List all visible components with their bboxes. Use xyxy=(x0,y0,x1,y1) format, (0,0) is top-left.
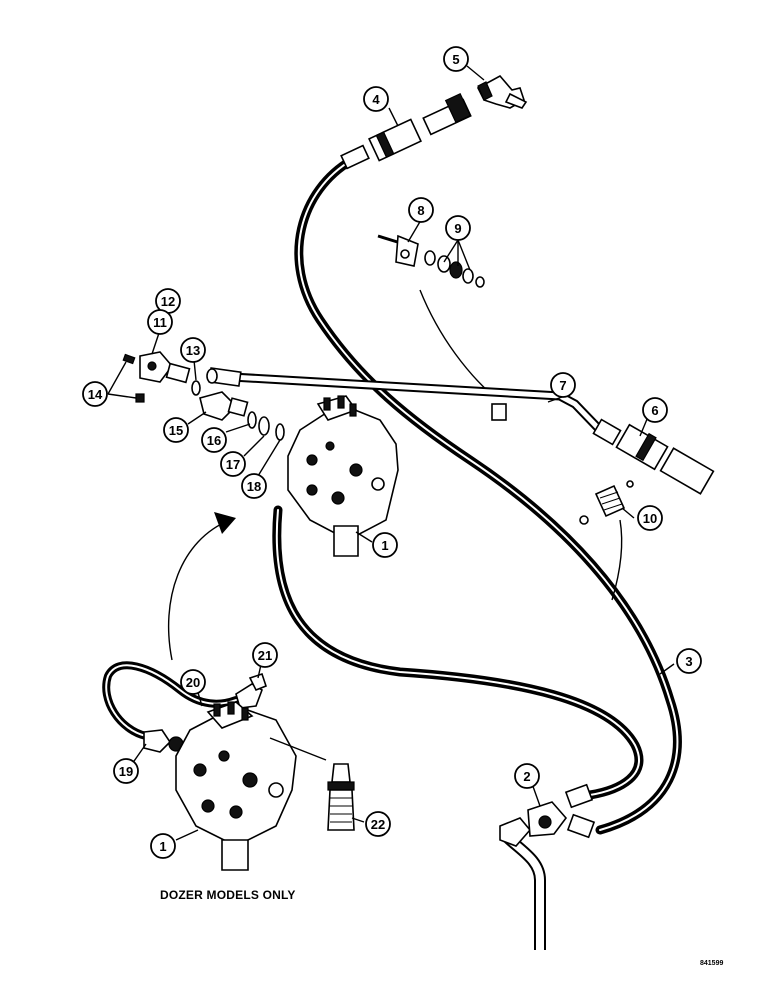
o-rings-16-17-18 xyxy=(247,411,285,441)
fitting-19 xyxy=(143,729,184,753)
hose-3 xyxy=(294,155,682,835)
callout-17: 17 xyxy=(220,451,246,477)
hose-3b xyxy=(272,505,644,800)
spring-clip-10 xyxy=(579,480,634,525)
callout-label: 10 xyxy=(643,511,657,526)
callout-10: 10 xyxy=(637,505,663,531)
callout-label: 8 xyxy=(417,203,424,218)
callout-5: 5 xyxy=(443,46,469,72)
callout-label: 15 xyxy=(169,423,183,438)
callout-7: 7 xyxy=(550,372,576,398)
callout-label: 17 xyxy=(226,457,240,472)
control-valve-1 xyxy=(287,395,399,557)
callout-8: 8 xyxy=(408,197,434,223)
callout-label: 5 xyxy=(452,52,459,67)
adapter-11 xyxy=(139,351,191,384)
callout-18: 18 xyxy=(241,473,267,499)
callout-15: 15 xyxy=(163,417,189,443)
callout-label: 12 xyxy=(161,294,175,309)
tube-end-fitting xyxy=(206,367,242,387)
callout-label: 9 xyxy=(454,221,461,236)
callout-label: 1 xyxy=(381,538,388,553)
clamp-8 xyxy=(377,234,419,267)
callout-13: 13 xyxy=(180,337,206,363)
callout-label: 6 xyxy=(651,403,658,418)
elbow-21 xyxy=(235,672,267,709)
callout-11: 11 xyxy=(147,309,173,335)
callout-label: 21 xyxy=(258,648,272,663)
o-ring-13 xyxy=(191,380,201,396)
drawing-number: 841599 xyxy=(700,960,724,967)
washers-9 xyxy=(424,250,485,288)
coupler-6 xyxy=(592,418,715,495)
callout-22: 22 xyxy=(365,811,391,837)
callout-label: 4 xyxy=(372,92,380,107)
callout-4: 4 xyxy=(363,86,389,112)
callout-1-main: 1 xyxy=(372,532,398,558)
callout-19: 19 xyxy=(113,758,139,784)
relief-valve-22 xyxy=(327,763,355,831)
callout-2: 2 xyxy=(514,763,540,789)
callout-label: 3 xyxy=(685,654,692,669)
callout-16: 16 xyxy=(201,427,227,453)
callout-label: 13 xyxy=(186,343,200,358)
coupler-4 xyxy=(340,92,472,170)
control-valve-1-dozer xyxy=(175,701,297,871)
tube-7 xyxy=(214,371,604,434)
hose-20 xyxy=(102,661,240,740)
callout-label: 19 xyxy=(119,764,133,779)
callout-3: 3 xyxy=(676,648,702,674)
dozer-models-caption: DOZER MODELS ONLY xyxy=(160,888,296,902)
callout-label: 11 xyxy=(153,315,167,330)
callout-label: 1 xyxy=(159,839,166,854)
callout-1-dozer: 1 xyxy=(150,833,176,859)
callout-label: 16 xyxy=(207,433,221,448)
leader-lines xyxy=(107,65,675,841)
callout-label: 20 xyxy=(186,675,200,690)
callout-14: 14 xyxy=(82,381,108,407)
tee-2 xyxy=(499,783,596,950)
callout-label: 22 xyxy=(371,817,385,832)
callout-21: 21 xyxy=(252,642,278,668)
callout-6: 6 xyxy=(642,397,668,423)
callout-label: 18 xyxy=(247,479,261,494)
callout-label: 2 xyxy=(523,769,530,784)
callout-label: 7 xyxy=(559,378,566,393)
elbow-5 xyxy=(476,74,528,109)
adapter-15 xyxy=(199,391,249,421)
callout-20: 20 xyxy=(180,669,206,695)
callout-label: 14 xyxy=(88,387,103,402)
callout-9: 9 xyxy=(445,215,471,241)
